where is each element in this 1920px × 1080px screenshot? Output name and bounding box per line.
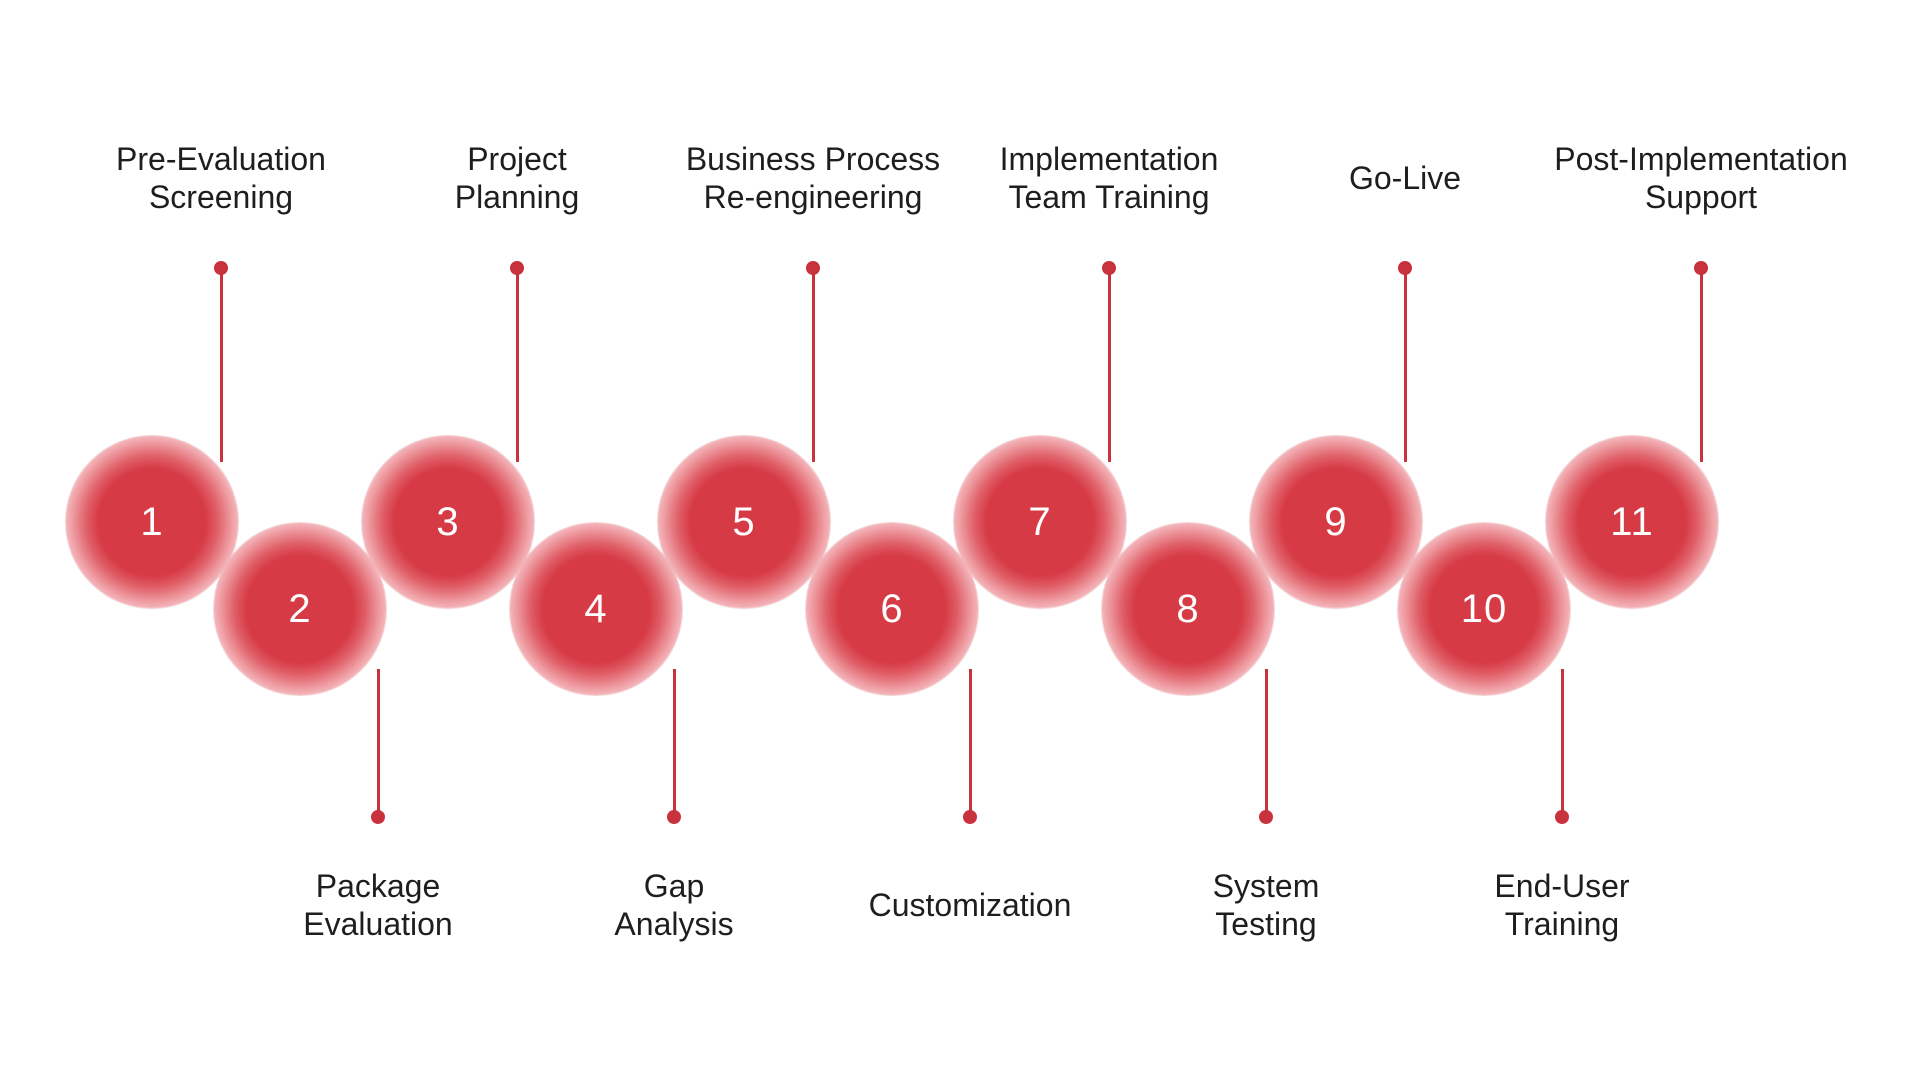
step-number: 9 [1324, 499, 1348, 544]
step-connector-line [1560, 669, 1564, 817]
step-connector-dot [963, 810, 977, 824]
step-connector-line [811, 268, 815, 462]
step-circle: 7 [954, 436, 1126, 608]
step-circle: 6 [806, 523, 978, 695]
step-connector-dot [510, 261, 524, 275]
step-number: 7 [1028, 499, 1052, 544]
step-label: System Testing [1212, 868, 1320, 942]
step-label: Project Planning [454, 141, 580, 215]
step-connector-dot [1694, 261, 1708, 275]
step-circle: 1 [66, 436, 238, 608]
step-label: Implementation Team Training [999, 141, 1219, 215]
step-connector-line [1264, 669, 1268, 817]
step-label: Business Process Re-engineering [685, 141, 941, 215]
step-connector-line [515, 268, 519, 462]
step-number: 10 [1460, 586, 1508, 631]
step-label: Package Evaluation [303, 868, 453, 942]
step-circle: 10 [1398, 523, 1570, 695]
step-connector-dot [667, 810, 681, 824]
step-connector-line [1403, 268, 1407, 462]
step-connector-dot [214, 261, 228, 275]
step-number: 2 [288, 586, 312, 631]
step-label: End-User Training [1494, 868, 1630, 942]
step-connector-line [672, 669, 676, 817]
step-connector-line [376, 669, 380, 817]
step-number: 8 [1176, 586, 1200, 631]
step-connector-dot [371, 810, 385, 824]
step-connector-line [968, 669, 972, 817]
step-circle: 9 [1250, 436, 1422, 608]
step-circle: 3 [362, 436, 534, 608]
step-connector-dot [1259, 810, 1273, 824]
step-number: 1 [140, 499, 164, 544]
step-circle: 8 [1102, 523, 1274, 695]
step-label: Post-Implementation Support [1554, 141, 1848, 215]
step-label: Gap Analysis [614, 868, 734, 942]
step-number: 4 [584, 586, 608, 631]
step-label: Go-Live [1348, 160, 1462, 196]
step-number: 11 [1610, 499, 1654, 544]
step-connector-line [1107, 268, 1111, 462]
step-connector-dot [1398, 261, 1412, 275]
step-number: 6 [880, 586, 904, 631]
step-connector-dot [1102, 261, 1116, 275]
step-connector-dot [1555, 810, 1569, 824]
step-circle: 2 [214, 523, 386, 695]
step-label: Pre-Evaluation Screening [116, 141, 326, 215]
step-number: 5 [732, 499, 756, 544]
step-connector-line [219, 268, 223, 462]
step-label: Customization [868, 887, 1072, 923]
step-circle: 5 [658, 436, 830, 608]
step-circle: 4 [510, 523, 682, 695]
step-connector-dot [806, 261, 820, 275]
step-circle: 11 [1546, 436, 1718, 608]
step-number: 3 [436, 499, 460, 544]
step-connector-line [1699, 268, 1703, 462]
